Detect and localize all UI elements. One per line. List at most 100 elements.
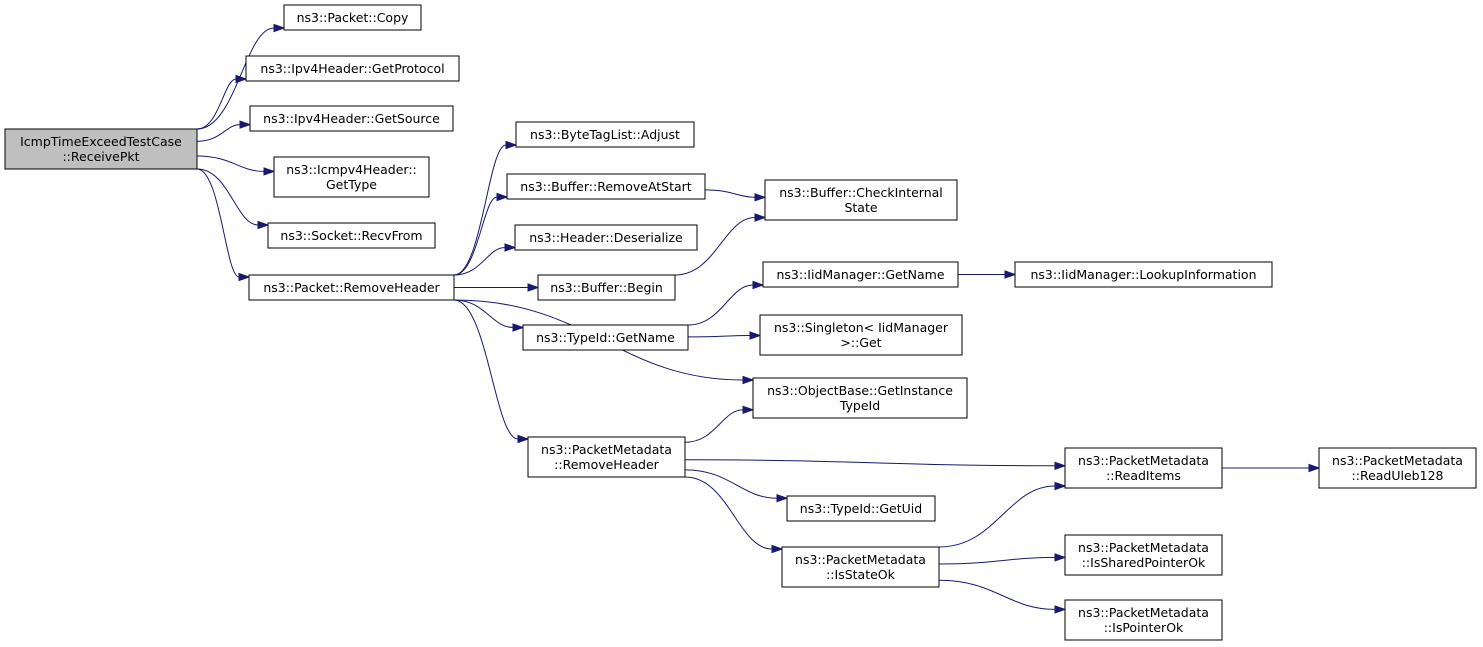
node-iidmanager-getname[interactable]: ns3::IidManager::GetName bbox=[762, 261, 959, 288]
node-singleton-iidmanager-get-label-1: >::Get bbox=[840, 335, 881, 350]
node-packetmetadata-readitems-box[interactable] bbox=[1064, 447, 1223, 489]
node-packetmetadata-isstateok-label-1: ::IsStateOk bbox=[826, 567, 896, 582]
node-typeid-getname-box[interactable] bbox=[522, 324, 689, 351]
edge-n0-n3 bbox=[196, 120, 252, 142]
node-packet-removeheader-box[interactable] bbox=[248, 274, 455, 301]
node-buffer-begin-label-0: ns3::Buffer::Begin bbox=[550, 280, 663, 295]
node-buffer-removeatstart[interactable]: ns3::Buffer::RemoveAtStart bbox=[506, 173, 706, 200]
arrowhead bbox=[517, 434, 530, 444]
node-objectbase-getinstancetypeid-box[interactable] bbox=[752, 377, 968, 419]
node-buffer-checkinternalstate-label-0: ns3::Buffer::CheckInternal bbox=[779, 185, 943, 200]
node-icmpv4header-gettype[interactable]: ns3::Icmpv4Header::GetType bbox=[273, 156, 430, 198]
node-icmpv4header-gettype-box[interactable] bbox=[273, 156, 430, 198]
node-icmptimeexceedtestcase-receivepkt-label-1: ::ReceivePkt bbox=[62, 149, 139, 164]
node-icmptimeexceedtestcase-receivepkt-label-0: IcmpTimeExceedTestCase bbox=[20, 134, 182, 149]
node-socket-recvfrom[interactable]: ns3::Socket::RecvFrom bbox=[267, 222, 436, 249]
arrowhead bbox=[752, 280, 765, 290]
edge-n13-n18 bbox=[684, 476, 784, 554]
arrowhead bbox=[1054, 553, 1067, 562]
edge-n6-n13 bbox=[453, 299, 530, 444]
node-buffer-checkinternalstate-box[interactable] bbox=[764, 179, 958, 221]
node-packetmetadata-issharedpointerok-box[interactable] bbox=[1064, 534, 1223, 576]
node-iidmanager-lookupinformation-label-0: ns3::IidManager::LookupInformation bbox=[1030, 267, 1256, 282]
edge-n6-n9 bbox=[453, 243, 517, 276]
node-bytetaglist-adjust[interactable]: ns3::ByteTagList::Adjust bbox=[515, 121, 695, 148]
node-typeid-getname[interactable]: ns3::TypeId::GetName bbox=[522, 324, 689, 351]
arrowhead bbox=[512, 323, 525, 332]
arrowhead bbox=[504, 243, 517, 252]
node-buffer-removeatstart-box[interactable] bbox=[506, 173, 706, 200]
edge-line bbox=[684, 476, 773, 550]
node-socket-recvfrom-box[interactable] bbox=[267, 222, 436, 249]
node-typeid-getuid-box[interactable] bbox=[786, 495, 936, 522]
edge-n6-n8 bbox=[453, 192, 509, 276]
node-ipv4header-getprotocol-box[interactable] bbox=[245, 55, 460, 82]
node-header-deserialize[interactable]: ns3::Header::Deserialize bbox=[514, 224, 698, 251]
node-packetmetadata-issharedpointerok[interactable]: ns3::PacketMetadata::IsSharedPointerOk bbox=[1064, 534, 1223, 576]
node-packetmetadata-isstateok[interactable]: ns3::PacketMetadata::IsStateOk bbox=[781, 546, 940, 588]
node-ipv4header-getprotocol[interactable]: ns3::Ipv4Header::GetProtocol bbox=[245, 55, 460, 82]
node-ipv4header-getsource-label-0: ns3::Ipv4Header::GetSource bbox=[263, 111, 440, 126]
edge-n20-n23 bbox=[1222, 463, 1321, 473]
node-icmptimeexceedtestcase-receivepkt-box[interactable] bbox=[4, 128, 198, 170]
node-packetmetadata-ispointerok[interactable]: ns3::PacketMetadata::IsPointerOk bbox=[1064, 599, 1223, 641]
node-packetmetadata-ispointerok-label-1: ::IsPointerOk bbox=[1104, 620, 1184, 635]
node-ipv4header-getsource[interactable]: ns3::Ipv4Header::GetSource bbox=[249, 105, 454, 132]
edge-n0-n5 bbox=[196, 168, 270, 230]
edge-line bbox=[938, 485, 1056, 548]
node-iidmanager-getname-box[interactable] bbox=[762, 261, 959, 288]
node-typeid-getuid-label-0: ns3::TypeId::GetUid bbox=[800, 501, 922, 516]
edge-line bbox=[196, 168, 259, 226]
edge-line bbox=[938, 579, 1056, 610]
node-packetmetadata-issharedpointerok-label-0: ns3::PacketMetadata bbox=[1078, 540, 1209, 555]
edge-n0-n2 bbox=[196, 74, 248, 130]
node-packetmetadata-readitems[interactable]: ns3::PacketMetadata::ReadItems bbox=[1064, 447, 1223, 489]
node-bytetaglist-adjust-box[interactable] bbox=[515, 121, 695, 148]
node-ipv4header-getsource-box[interactable] bbox=[249, 105, 454, 132]
node-packetmetadata-isstateok-box[interactable] bbox=[781, 546, 940, 588]
call-nodes: IcmpTimeExceedTestCase::ReceivePktns3::P… bbox=[4, 4, 1477, 641]
node-packet-copy[interactable]: ns3::Packet::Copy bbox=[283, 4, 422, 31]
edge-n6-n10 bbox=[454, 283, 540, 292]
node-packetmetadata-readuleb128[interactable]: ns3::PacketMetadata::ReadUleb128 bbox=[1318, 447, 1477, 489]
edge-line bbox=[684, 469, 778, 499]
edge-line bbox=[453, 196, 498, 276]
arrowhead bbox=[749, 331, 762, 340]
node-packet-copy-box[interactable] bbox=[283, 4, 422, 31]
node-packetmetadata-removeheader-box[interactable] bbox=[527, 436, 686, 478]
node-iidmanager-lookupinformation-box[interactable] bbox=[1014, 261, 1273, 288]
node-packetmetadata-readitems-label-1: ::ReadItems bbox=[1106, 468, 1181, 483]
node-typeid-getuid[interactable]: ns3::TypeId::GetUid bbox=[786, 495, 936, 522]
edge-line bbox=[196, 168, 240, 278]
node-iidmanager-lookupinformation[interactable]: ns3::IidManager::LookupInformation bbox=[1014, 261, 1273, 288]
edge-line bbox=[196, 124, 241, 142]
node-singleton-iidmanager-get-label-0: ns3::Singleton< IidManager bbox=[774, 320, 949, 335]
arrowhead bbox=[496, 192, 509, 202]
arrowhead bbox=[235, 74, 248, 84]
edge-n0-n4 bbox=[196, 155, 276, 176]
node-header-deserialize-box[interactable] bbox=[514, 224, 698, 251]
edge-n18-n22 bbox=[938, 579, 1067, 614]
node-packetmetadata-removeheader[interactable]: ns3::PacketMetadata::RemoveHeader bbox=[527, 436, 686, 478]
node-singleton-iidmanager-get-box[interactable] bbox=[759, 314, 963, 356]
arrowhead bbox=[273, 23, 286, 33]
node-icmptimeexceedtestcase-receivepkt[interactable]: IcmpTimeExceedTestCase::ReceivePkt bbox=[4, 128, 198, 170]
edge-line bbox=[196, 78, 237, 130]
node-singleton-iidmanager-get[interactable]: ns3::Singleton< IidManager>::Get bbox=[759, 314, 963, 356]
node-packet-removeheader[interactable]: ns3::Packet::RemoveHeader bbox=[248, 274, 455, 301]
arrowhead bbox=[1054, 605, 1067, 614]
edge-line bbox=[453, 247, 506, 276]
node-buffer-checkinternalstate-label-1: State bbox=[844, 200, 877, 215]
edge-n18-n20 bbox=[938, 481, 1067, 548]
node-packetmetadata-ispointerok-box[interactable] bbox=[1064, 599, 1223, 641]
arrowhead bbox=[238, 272, 251, 282]
edge-line bbox=[453, 299, 514, 328]
node-buffer-begin[interactable]: ns3::Buffer::Begin bbox=[537, 274, 676, 301]
node-packetmetadata-readuleb128-box[interactable] bbox=[1318, 447, 1477, 489]
node-buffer-begin-box[interactable] bbox=[537, 274, 676, 301]
arrowhead bbox=[505, 140, 518, 150]
edge-n11-n16 bbox=[687, 331, 762, 340]
arrowhead bbox=[776, 493, 789, 503]
